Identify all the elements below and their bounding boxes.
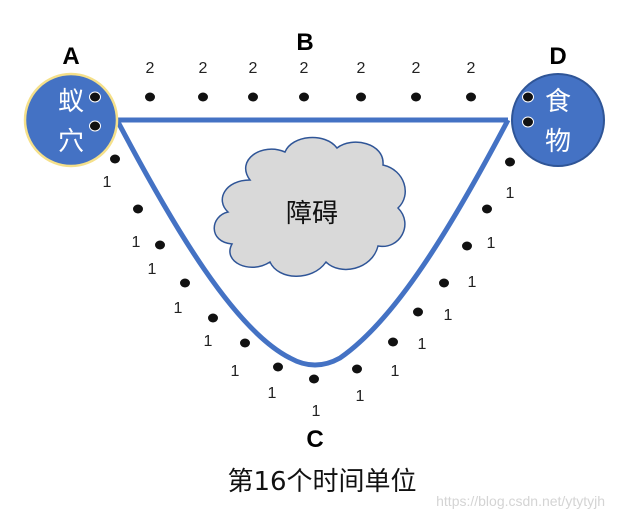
node-letter-d: D (549, 43, 566, 70)
lower-path-ant (239, 337, 251, 349)
lower-path-ant (272, 361, 284, 373)
nest-node: 蚁 穴 (23, 72, 119, 168)
lower-path-count: 1 (487, 235, 496, 252)
lower-path-count: 1 (132, 234, 141, 251)
upper-path-ant (247, 91, 259, 103)
lower-path-ant (351, 363, 363, 375)
lower-path-count: 1 (391, 363, 400, 380)
lower-path-ant (412, 306, 424, 318)
lower-path-count: 1 (506, 185, 515, 202)
upper-path-ant (410, 91, 422, 103)
lower-path-ant (109, 153, 121, 165)
lower-path-ant (504, 156, 516, 168)
nest-label-top: 蚁 (58, 87, 84, 117)
upper-path-ant (298, 91, 310, 103)
obstacle-cloud: 障碍 (213, 136, 406, 277)
lower-path-curve (114, 118, 511, 368)
lower-path-count: 1 (418, 336, 427, 353)
watermark: https://blog.csdn.net/ytytyjh (436, 493, 605, 509)
upper-path-count: 2 (357, 60, 366, 77)
lower-path-count: 1 (148, 261, 157, 278)
upper-path-count: 2 (249, 60, 258, 77)
upper-path-ant (197, 91, 209, 103)
lower-path-count: 1 (356, 388, 365, 405)
lower-path-ant (461, 240, 473, 252)
upper-path-count: 2 (467, 60, 476, 77)
nest-label-bottom: 穴 (58, 127, 84, 157)
food-node: 食 物 (511, 73, 605, 167)
upper-path-count: 2 (146, 60, 155, 77)
upper-path-count: 2 (300, 60, 309, 77)
ant-in-food (522, 116, 534, 128)
lower-path-count: 1 (231, 363, 240, 380)
lower-path-ant (308, 373, 320, 385)
upper-path-ant (144, 91, 156, 103)
food-label-bottom: 物 (545, 127, 571, 157)
lower-path-count: 1 (103, 174, 112, 191)
ant-in-nest (89, 91, 101, 103)
lower-path-count: 1 (268, 385, 277, 402)
lower-path-ant (438, 277, 450, 289)
lower-path-count: 1 (174, 300, 183, 317)
node-letter-c: C (306, 426, 323, 453)
upper-path-count: 2 (412, 60, 421, 77)
lower-path-ant (387, 336, 399, 348)
lower-path-count: 1 (312, 403, 321, 420)
lower-path-ant (154, 239, 166, 251)
node-letter-b: B (296, 29, 313, 56)
lower-path-ant (179, 277, 191, 289)
lower-path-ant (481, 203, 493, 215)
upper-path-ant (465, 91, 477, 103)
upper-path-count: 2 (199, 60, 208, 77)
lower-path-ant (132, 203, 144, 215)
lower-path-count: 1 (468, 274, 477, 291)
ant-in-food (522, 91, 534, 103)
upper-path-ant (355, 91, 367, 103)
lower-path-count: 1 (444, 307, 453, 324)
node-letter-a: A (62, 43, 79, 70)
lower-path-ant (207, 312, 219, 324)
lower-path-count: 1 (204, 333, 213, 350)
food-label-top: 食 (545, 87, 571, 117)
ant-in-nest (89, 120, 101, 132)
obstacle-label: 障碍 (286, 199, 338, 229)
time-step-caption: 第16个时间单位 (227, 467, 416, 497)
